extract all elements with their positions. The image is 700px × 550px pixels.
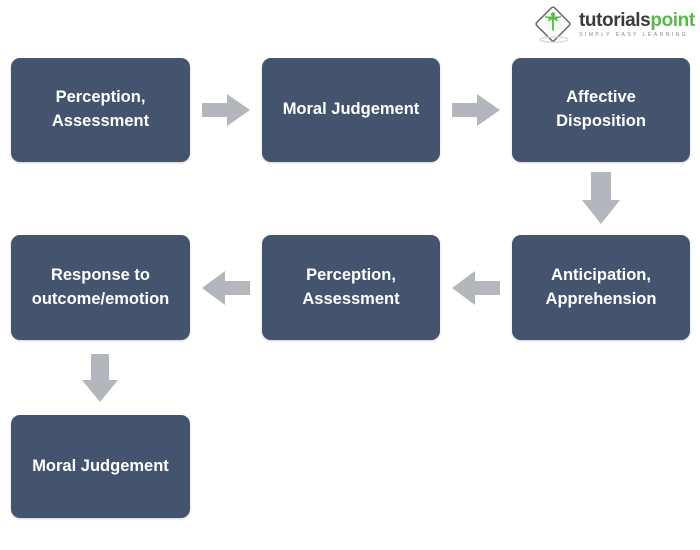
node-perception-assessment-1[interactable]: Perception, Assessment — [11, 58, 190, 162]
node-affective-disposition[interactable]: Affective Disposition — [512, 58, 690, 162]
node-label: Perception, Assessment — [51, 88, 150, 130]
node-label: Moral Judgement — [282, 100, 420, 119]
arrow-right-2 — [450, 92, 502, 128]
node-label: Affective Disposition — [556, 88, 646, 130]
arrow-down-2 — [80, 352, 120, 404]
node-label: Moral Judgement — [32, 456, 169, 475]
arrow-down-1 — [580, 170, 622, 226]
arrow-left-1 — [200, 269, 252, 307]
node-response-to-outcome-emotion[interactable]: Response to outcome/emotion — [11, 235, 190, 340]
arrow-left-2 — [450, 269, 502, 307]
logo-name: tutorialspoint — [579, 11, 695, 30]
open-book-diamond-icon — [533, 5, 573, 45]
node-moral-judgement-1[interactable]: Moral Judgement — [262, 58, 440, 162]
node-anticipation-apprehension[interactable]: Anticipation, Apprehension — [512, 235, 690, 340]
node-label: Anticipation, Apprehension — [545, 265, 657, 308]
logo-tagline: SIMPLY EASY LEARNING — [579, 32, 689, 39]
logo-name-part2: point — [650, 10, 695, 32]
node-moral-judgement-2[interactable]: Moral Judgement — [11, 415, 190, 518]
logo-name-part1: tutorials — [579, 10, 651, 32]
logo-wordmark: tutorialspoint SIMPLY EASY LEARNING — [579, 11, 695, 38]
tutorialspoint-logo: tutorialspoint SIMPLY EASY LEARNING — [533, 4, 695, 46]
node-perception-assessment-2[interactable]: Perception, Assessment — [262, 235, 440, 340]
node-label: Response to outcome/emotion — [31, 265, 170, 308]
arrow-right-1 — [200, 92, 252, 128]
node-label: Perception, Assessment — [302, 265, 400, 308]
